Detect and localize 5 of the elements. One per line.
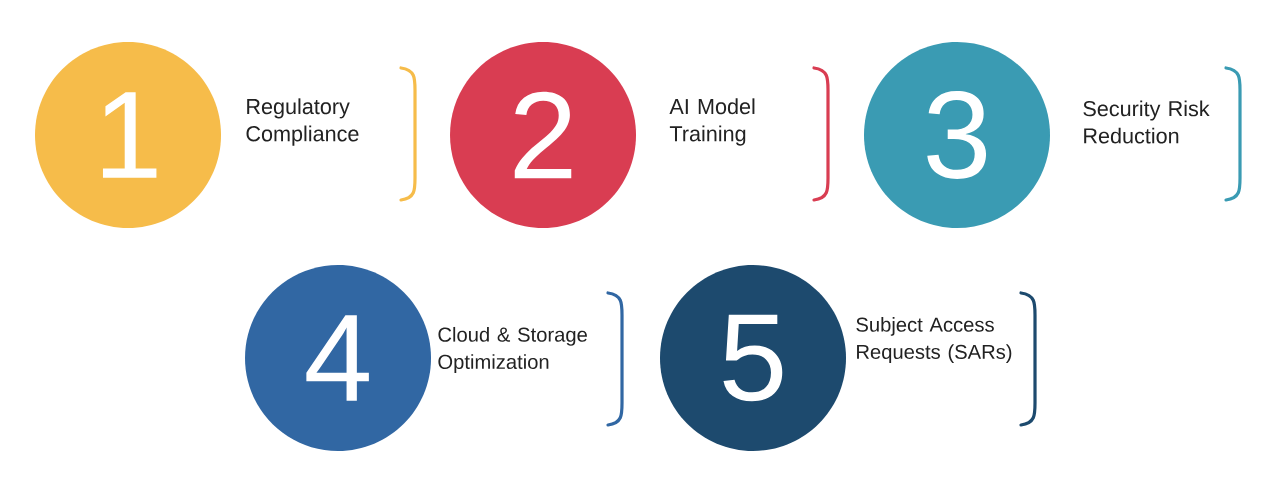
label-text: AI Model Training bbox=[669, 98, 755, 146]
label-text: Subject Access Requests (SARs) bbox=[856, 316, 1012, 363]
label-text: Regulatory Compliance bbox=[246, 98, 359, 146]
label-text: Security Risk Reduction bbox=[1083, 100, 1210, 144]
label-text: Cloud & Storage Optimization bbox=[438, 326, 587, 373]
